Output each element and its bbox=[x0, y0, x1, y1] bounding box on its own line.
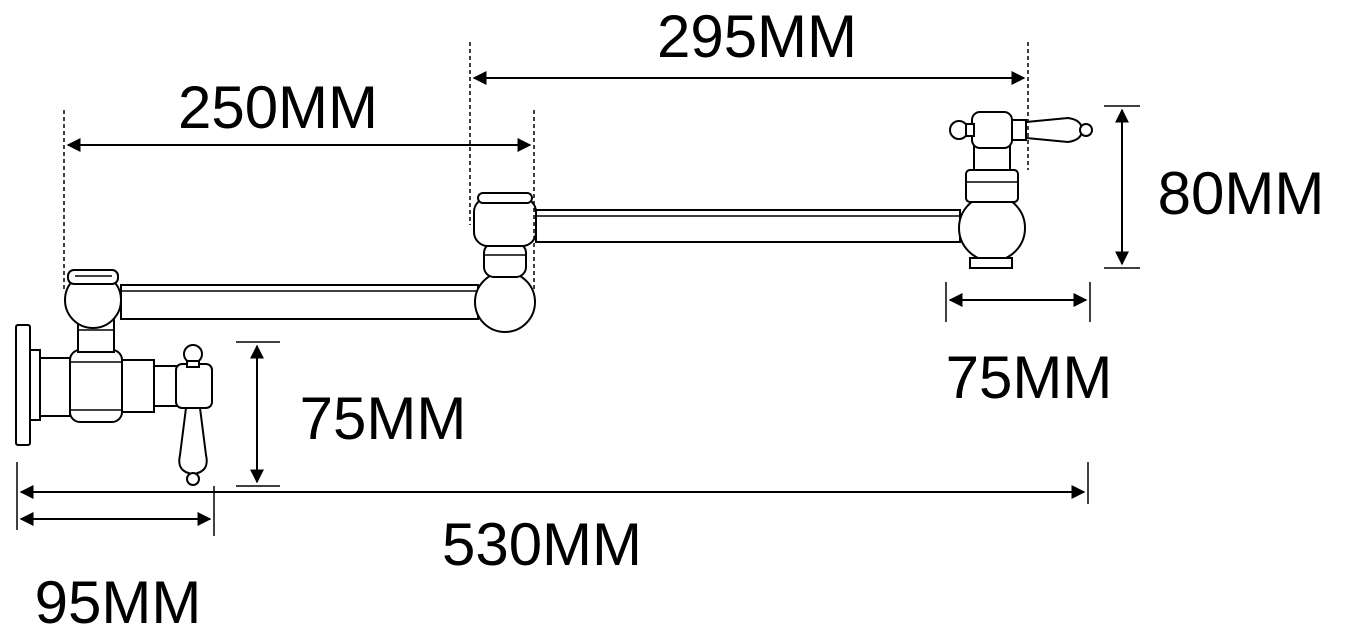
spout-joint bbox=[958, 145, 1026, 269]
valve-handle bbox=[175, 344, 213, 486]
left-swivel-joint bbox=[64, 269, 122, 329]
faucet-drawing bbox=[15, 111, 1093, 486]
dim-label-total-length: 530MM bbox=[442, 511, 642, 578]
dim-label-top-arm: 295MM bbox=[657, 3, 857, 70]
lower-arm bbox=[120, 284, 479, 320]
dim-label-lower-arm: 250MM bbox=[178, 74, 378, 141]
dimension-lines bbox=[16, 42, 1140, 536]
dim-label-valve-height: 75MM bbox=[300, 385, 467, 452]
valve-body bbox=[39, 349, 179, 423]
dim-label-spout-width: 75MM bbox=[946, 344, 1113, 411]
middle-swivel-joint bbox=[473, 192, 537, 333]
spout-handle bbox=[949, 111, 1093, 149]
dim-label-wall-depth: 95MM bbox=[35, 569, 202, 631]
wall-flange bbox=[15, 324, 41, 446]
dim-label-spout-height: 80MM bbox=[1158, 160, 1325, 227]
upper-arm bbox=[535, 209, 961, 243]
